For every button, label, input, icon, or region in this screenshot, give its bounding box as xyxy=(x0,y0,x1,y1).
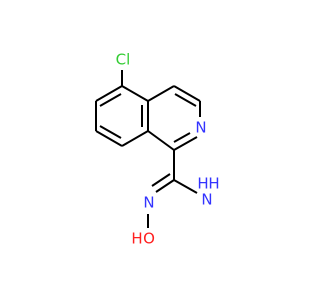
bond-c5-c6 xyxy=(95,85,123,102)
ring-nitrogen-atom-label: N xyxy=(195,119,206,137)
bond-c5-c4a xyxy=(121,85,149,102)
amine-hydrogen-1-label: H xyxy=(197,175,208,193)
hydroxyl-hydrogen-label: H xyxy=(131,230,142,248)
bond-c8-c8a xyxy=(121,130,149,147)
atom-labels: Cl N H H N N H O xyxy=(116,51,220,248)
bond-camid-n-oxime-inner xyxy=(151,173,171,187)
amine-hydrogen-2-label: H xyxy=(208,175,219,193)
bond-c7-c8 xyxy=(95,130,123,147)
bond-c4-c3 xyxy=(173,85,201,102)
hydroxyl-oxygen-atom-label: O xyxy=(143,230,155,248)
amine-nitrogen-atom-label: N xyxy=(201,191,212,209)
bond-n2-c1-inner xyxy=(173,132,191,143)
oxime-nitrogen-atom-label: N xyxy=(143,194,154,212)
bond-camid-n-oxime xyxy=(155,179,175,193)
molecule-structure-diagram: Cl N H H N N H O xyxy=(95,51,220,248)
bond-c5-c6-inner xyxy=(99,93,122,107)
bonds xyxy=(95,70,201,228)
bond-c4-c3-inner xyxy=(174,93,197,107)
bond-c1-c8a xyxy=(147,130,175,151)
bond-camid-nh2 xyxy=(173,179,198,194)
bond-c7-c8-inner xyxy=(99,125,122,139)
bond-n2-c1 xyxy=(173,136,198,151)
bond-c4a-c4 xyxy=(147,85,175,102)
chlorine-atom-label: Cl xyxy=(116,51,131,69)
